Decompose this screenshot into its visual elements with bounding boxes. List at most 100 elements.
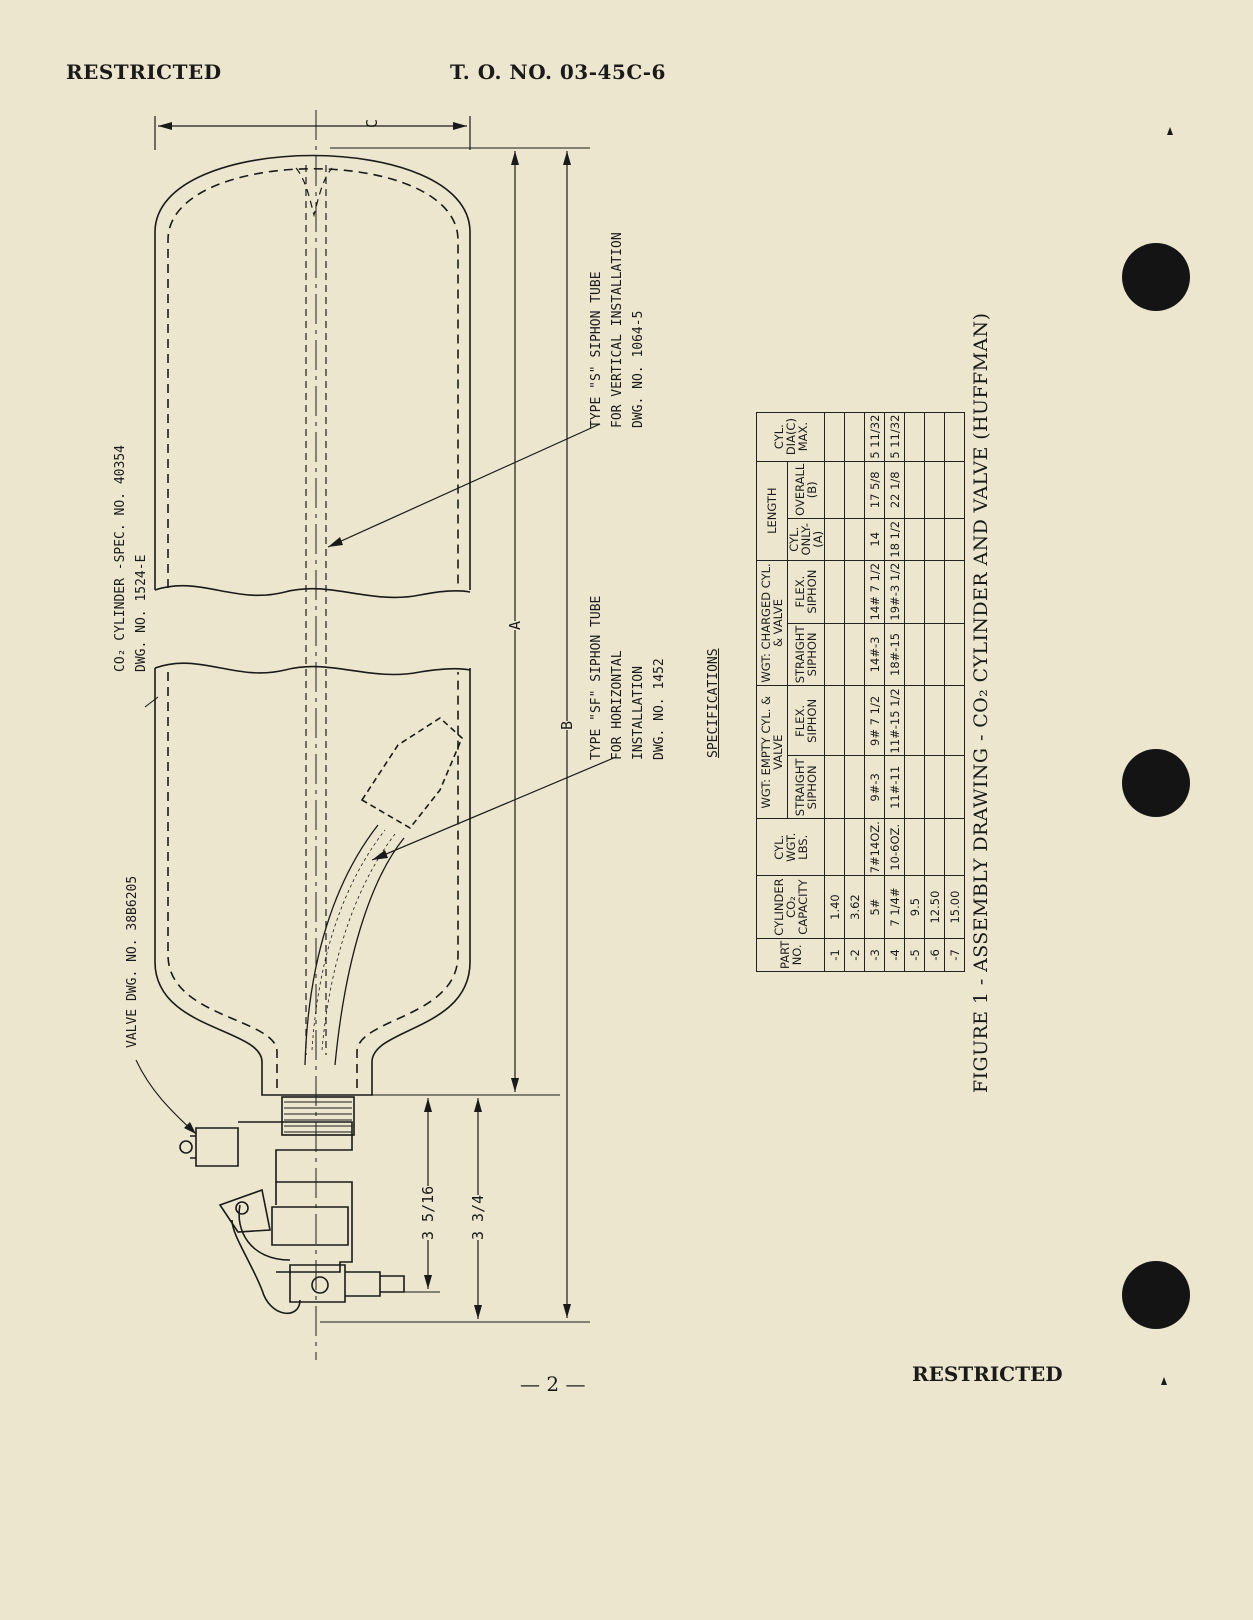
spec-cell: [924, 461, 945, 519]
siphon-s-callout: TYPE "S" SIPHON TUBE FOR VERTICAL INSTAL…: [586, 232, 649, 428]
spec-cell: [944, 756, 965, 819]
siphon-sf-callout-line-1: TYPE "SF" SIPHON TUBE: [589, 595, 604, 760]
valve-side-port: [190, 1127, 239, 1167]
spec-cell: 12.50: [924, 875, 945, 939]
spec-cell: 9# 7 1/2: [864, 685, 885, 756]
cylinder-inner-wall: [167, 167, 459, 588]
spec-header-overall: OVERALL (B): [787, 461, 825, 519]
spec-cell: [944, 412, 965, 462]
cylinder-break-line-lower: [154, 662, 471, 676]
spec-cell: 9#-3: [864, 756, 885, 819]
spec-cell: [944, 818, 965, 876]
spec-cell: [824, 756, 845, 819]
spec-cell: [924, 518, 945, 561]
cylinder-callout-line-2: DWG. NO. 1524-E: [134, 554, 149, 672]
spec-header-charged: WGT: CHARGED CYL. & VALVE: [756, 560, 788, 686]
spec-cell: [924, 818, 945, 876]
spec-cell: 22 1/8: [884, 461, 905, 519]
siphon-tube-sf-weight: [360, 716, 463, 830]
spec-cell: -5: [904, 938, 925, 972]
spec-cell: 19#-3 1/2: [884, 560, 905, 624]
figure-caption: FIGURE 1 - ASSEMBLY DRAWING - CO₂ CYLIND…: [970, 312, 992, 1093]
spec-cell: [904, 685, 925, 756]
specifications-title: SPECIFICATIONS: [706, 648, 721, 758]
spec-cell: -7: [944, 938, 965, 972]
valve-outlet: [289, 1264, 405, 1303]
spec-cell: [944, 518, 965, 561]
spec-cell: 7 1/4#: [884, 875, 905, 939]
leader-siphon-sf: [371, 756, 617, 861]
spec-cell: -2: [844, 938, 865, 972]
spec-cell: [844, 560, 865, 624]
cylinder-inner-wall-lower: [167, 672, 459, 1088]
spec-cell: [824, 818, 845, 876]
spec-header-empty: WGT: EMPTY CYL. & VALVE: [756, 685, 788, 819]
binder-hole-top: [1122, 243, 1190, 311]
spec-cell: [844, 412, 865, 462]
spec-cell: [824, 685, 845, 756]
valve-elbow: [231, 1182, 349, 1315]
spec-cell: [904, 818, 925, 876]
spec-header-dia: CYL. DIA(C) MAX.: [756, 412, 825, 462]
spec-header-charged-straight: STRAIGHT SIPHON: [787, 623, 825, 686]
siphon-tube-s: [295, 165, 333, 1055]
dimension-c-label: C: [363, 118, 381, 128]
spec-cell: 1.40: [824, 875, 845, 939]
siphon-sf-callout-line-3: INSTALLATION: [631, 666, 646, 760]
spec-cell: [944, 623, 965, 686]
spec-cell: [904, 412, 925, 462]
spec-cell: [824, 560, 845, 624]
spec-cell: 11#-11: [884, 756, 905, 819]
spec-header-part: PART NO.: [756, 938, 825, 972]
spec-header-cyl-only: CYL. ONLY-(A): [787, 518, 825, 561]
spec-cell: [904, 461, 925, 519]
spec-cell: [944, 461, 965, 519]
spec-header-cyl-wgt: CYL. WGT. LBS.: [756, 818, 825, 876]
dimension-a-label: A: [505, 620, 526, 630]
siphon-s-callout-line-3: DWG. NO. 1064-5: [631, 310, 646, 428]
spec-cell: [924, 685, 945, 756]
siphon-sf-callout-line-2: FOR HORIZONTAL: [610, 650, 625, 760]
spec-cell: [844, 818, 865, 876]
spec-cell: [904, 756, 925, 819]
spec-cell: [824, 461, 845, 519]
spec-cell: -1: [824, 938, 845, 972]
valve-neck: [281, 1096, 355, 1136]
spec-cell: [924, 560, 945, 624]
cylinder-callout-line-1: CO₂ CYLINDER -SPEC. NO. 40354: [113, 445, 128, 672]
spec-cell: [944, 685, 965, 756]
specifications-table: PART NO. CYLINDER CO₂ CAPACITY CYL. WGT.…: [756, 412, 965, 972]
spec-cell: -6: [924, 938, 945, 972]
spec-cell: [824, 518, 845, 561]
siphon-s-callout-line-1: TYPE "S" SIPHON TUBE: [589, 271, 604, 428]
valve-handle: [218, 1188, 271, 1233]
spec-cell: [824, 623, 845, 686]
spec-cell: [904, 560, 925, 624]
spec-cell: [944, 560, 965, 624]
spec-cell: [904, 623, 925, 686]
spec-cell: [904, 518, 925, 561]
spec-cell: -3: [864, 938, 885, 972]
header-tech-order-number: T. O. NO. 03-45C-6: [450, 60, 666, 84]
header-restricted: RESTRICTED: [66, 60, 222, 84]
spec-header-capacity: CYLINDER CO₂ CAPACITY: [756, 875, 825, 939]
binder-hole-bottom: [1122, 1261, 1190, 1329]
page-number: — 2 —: [520, 1372, 586, 1396]
dimension-3-5-16-label: 3 5/16: [418, 1185, 439, 1240]
spec-cell: [844, 685, 865, 756]
spec-cell: [844, 623, 865, 686]
spec-cell: 10-6OZ.: [884, 818, 905, 876]
spec-cell: 14# 7 1/2: [864, 560, 885, 624]
spec-cell: 18 1/2: [884, 518, 905, 561]
spec-cell: 7#14OZ.: [864, 818, 885, 876]
valve-body: [238, 1121, 353, 1273]
siphon-s-callout-line-2: FOR VERTICAL INSTALLATION: [610, 232, 625, 428]
